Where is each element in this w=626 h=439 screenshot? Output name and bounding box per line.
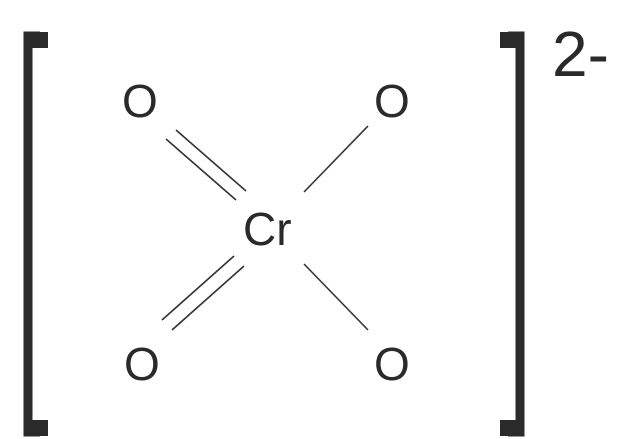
oxygen-bottom-right-label: O (374, 338, 410, 390)
oxygen-bottom-left-label: O (124, 338, 160, 390)
oxygen-top-left-label: O (122, 75, 158, 127)
bond-top-right-single (303, 125, 369, 193)
right-bracket (500, 31, 525, 437)
ion-charge-label: 2- (552, 18, 609, 90)
oxygen-top-right-label: O (374, 75, 410, 127)
bond-top-left-double (165, 129, 247, 201)
bond-bottom-left-double (161, 255, 245, 331)
left-bracket (23, 31, 48, 437)
bond-bottom-right-single (303, 263, 369, 331)
chromium-label: Cr (243, 203, 292, 255)
